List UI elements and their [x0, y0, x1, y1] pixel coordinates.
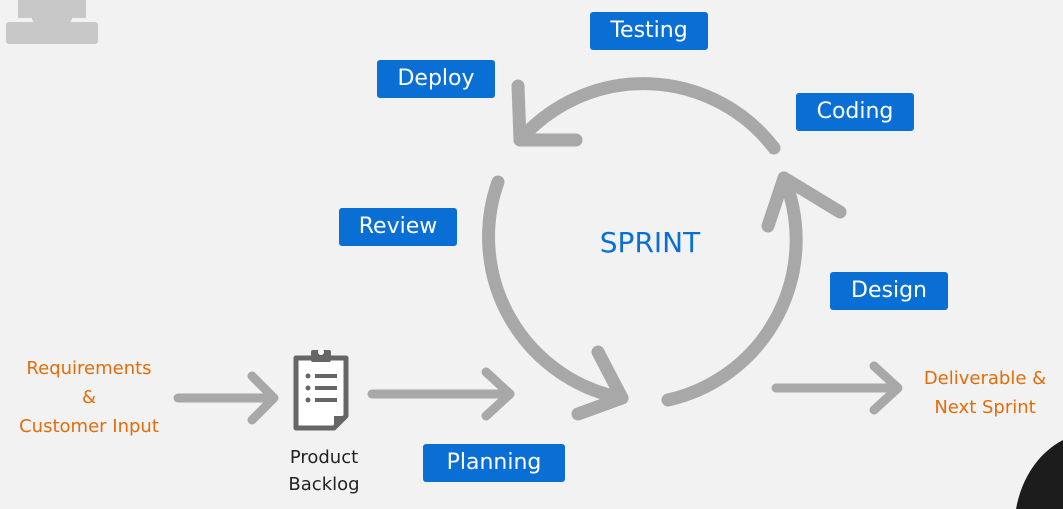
presenter-silhouette: [1016, 440, 1063, 509]
stage-design: Design: [830, 272, 948, 310]
backlog-label: Product Backlog: [262, 444, 386, 498]
input-label-line2: &: [81, 387, 97, 408]
cycle-arrowhead-top: [511, 79, 583, 147]
backlog-label-line1: Product: [289, 447, 359, 468]
cycle-arrow-left: [482, 175, 629, 405]
stage-review: Review: [339, 208, 457, 246]
output-arrowhead: [869, 361, 903, 415]
cycle-arrowhead-right: [761, 171, 847, 233]
backlog-arrowhead: [481, 367, 515, 421]
output-label-line2: Next Sprint: [934, 397, 1036, 418]
sprint-label: SPRINT: [599, 226, 701, 259]
corner-logo-icon: [6, 0, 98, 44]
clipboard-checklist-icon: [293, 349, 349, 431]
output-label: Deliverable & Next Sprint: [905, 364, 1063, 422]
input-label: Requirements & Customer Input: [0, 354, 178, 441]
stage-coding: Coding: [796, 93, 914, 131]
stage-deploy: Deploy: [377, 60, 495, 98]
input-label-line1: Requirements: [26, 358, 152, 379]
cycle-arrow-right: [661, 171, 803, 407]
stage-planning: Planning: [423, 444, 565, 482]
cycle-arrowhead-left: [571, 345, 629, 421]
stage-testing: Testing: [590, 12, 708, 50]
backlog-label-line2: Backlog: [288, 474, 360, 495]
cycle-arrow-top: [513, 77, 781, 155]
input-arrowhead: [247, 371, 279, 425]
output-label-line1: Deliverable &: [923, 368, 1047, 389]
input-label-line3: Customer Input: [19, 416, 159, 437]
